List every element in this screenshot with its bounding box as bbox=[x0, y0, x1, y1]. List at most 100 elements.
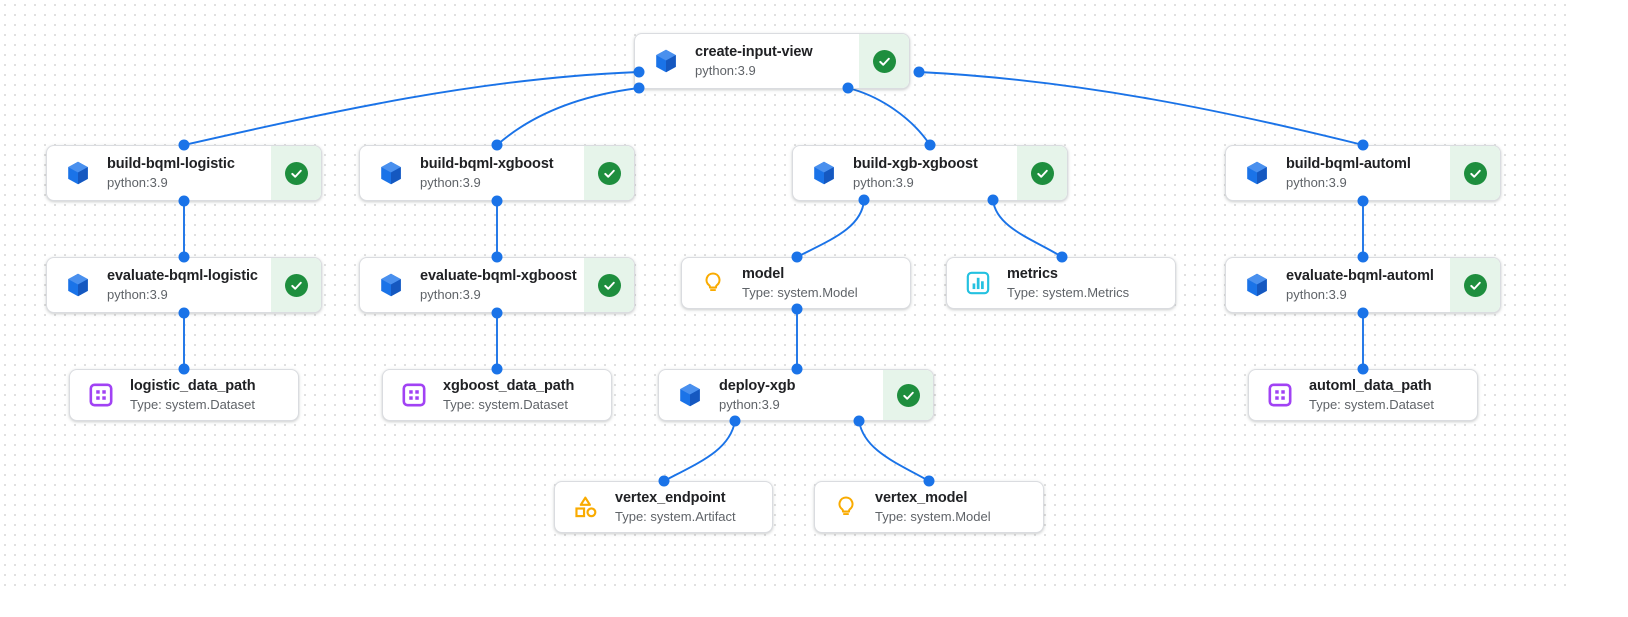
cube-icon bbox=[809, 158, 839, 188]
node-body: build-bqml-logistic python:3.9 bbox=[47, 146, 271, 200]
edge-build-xgb-xgboost-to-model bbox=[796, 199, 865, 258]
node-text: build-bqml-xgboost python:3.9 bbox=[420, 155, 554, 191]
cube-icon bbox=[651, 46, 681, 76]
cube-icon bbox=[63, 270, 93, 300]
edge-endpoint-target bbox=[658, 475, 670, 487]
cube-icon bbox=[376, 270, 406, 300]
node-status-panel bbox=[271, 146, 321, 200]
node-title: metrics bbox=[1007, 266, 1058, 282]
cube-icon bbox=[376, 158, 406, 188]
graph-node-build-bqml-automl[interactable]: build-bqml-automl python:3.9 bbox=[1225, 145, 1501, 201]
node-status-panel bbox=[1450, 146, 1500, 200]
node-status-panel bbox=[859, 34, 909, 88]
cube-icon bbox=[675, 380, 705, 410]
edge-endpoint-source bbox=[853, 415, 865, 427]
cube-icon bbox=[63, 158, 93, 188]
check-circle-icon bbox=[597, 161, 621, 185]
node-subtitle: Type: system.Dataset bbox=[130, 397, 255, 412]
graph-node-build-bqml-logistic[interactable]: build-bqml-logistic python:3.9 bbox=[46, 145, 322, 201]
dataset-icon bbox=[86, 380, 116, 410]
node-status-panel bbox=[271, 258, 321, 312]
canvas-right-gutter bbox=[1566, 0, 1628, 617]
node-title: build-bqml-automl bbox=[1286, 156, 1411, 172]
edge-build-xgb-xgboost-to-metrics bbox=[992, 199, 1063, 258]
edge-create-input-view-to-build-xgb-xgboost bbox=[847, 87, 931, 146]
node-title: build-bqml-xgboost bbox=[420, 156, 554, 172]
node-title: automl_data_path bbox=[1309, 378, 1432, 394]
graph-node-create-input-view[interactable]: create-input-view python:3.9 bbox=[634, 33, 910, 89]
check-circle-icon bbox=[1463, 273, 1487, 297]
node-body: create-input-view python:3.9 bbox=[635, 34, 859, 88]
node-subtitle: python:3.9 bbox=[420, 175, 481, 190]
node-title: evaluate-bqml-xgboost bbox=[420, 268, 577, 284]
check-circle-icon bbox=[284, 161, 308, 185]
node-subtitle: Type: system.Metrics bbox=[1007, 285, 1130, 300]
node-status-panel bbox=[1450, 258, 1500, 312]
node-subtitle: python:3.9 bbox=[1286, 175, 1347, 190]
node-body: build-bqml-xgboost python:3.9 bbox=[360, 146, 584, 200]
node-text: build-bqml-automl python:3.9 bbox=[1286, 155, 1411, 191]
node-subtitle: python:3.9 bbox=[695, 63, 756, 78]
check-circle-icon bbox=[1030, 161, 1054, 185]
node-title: deploy-xgb bbox=[719, 378, 796, 394]
node-subtitle: Type: system.Dataset bbox=[443, 397, 568, 412]
node-title: xgboost_data_path bbox=[443, 378, 575, 394]
edge-endpoint-source bbox=[178, 307, 190, 319]
edge-create-input-view-to-build-bqml-automl bbox=[918, 71, 1364, 146]
node-title: create-input-view bbox=[695, 44, 813, 60]
node-subtitle: python:3.9 bbox=[853, 175, 914, 190]
node-title: logistic_data_path bbox=[130, 378, 256, 394]
edge-endpoint-source bbox=[842, 82, 854, 94]
node-subtitle: Type: system.Dataset bbox=[1309, 397, 1434, 412]
edge-endpoint-source bbox=[633, 66, 645, 78]
dataset-icon bbox=[1265, 380, 1295, 410]
edge-deploy-xgb-to-vertex_model bbox=[858, 420, 930, 482]
node-status-panel bbox=[584, 146, 634, 200]
edge-endpoint-target bbox=[791, 363, 803, 375]
edge-endpoint-source bbox=[729, 415, 741, 427]
node-status-panel bbox=[883, 370, 933, 420]
node-subtitle: python:3.9 bbox=[107, 175, 168, 190]
graph-node-build-bqml-xgboost[interactable]: build-bqml-xgboost python:3.9 bbox=[359, 145, 635, 201]
node-title: vertex_endpoint bbox=[615, 490, 726, 506]
node-subtitle: python:3.9 bbox=[107, 287, 168, 302]
edge-endpoint-source bbox=[858, 194, 870, 206]
node-title: build-bqml-logistic bbox=[107, 156, 235, 172]
edge-endpoint-source bbox=[791, 303, 803, 315]
edge-endpoint-source bbox=[633, 82, 645, 94]
edge-endpoint-target bbox=[924, 139, 936, 151]
edge-endpoint-source bbox=[987, 194, 999, 206]
edge-endpoint-target bbox=[1357, 251, 1369, 263]
edge-endpoint-source bbox=[178, 195, 190, 207]
